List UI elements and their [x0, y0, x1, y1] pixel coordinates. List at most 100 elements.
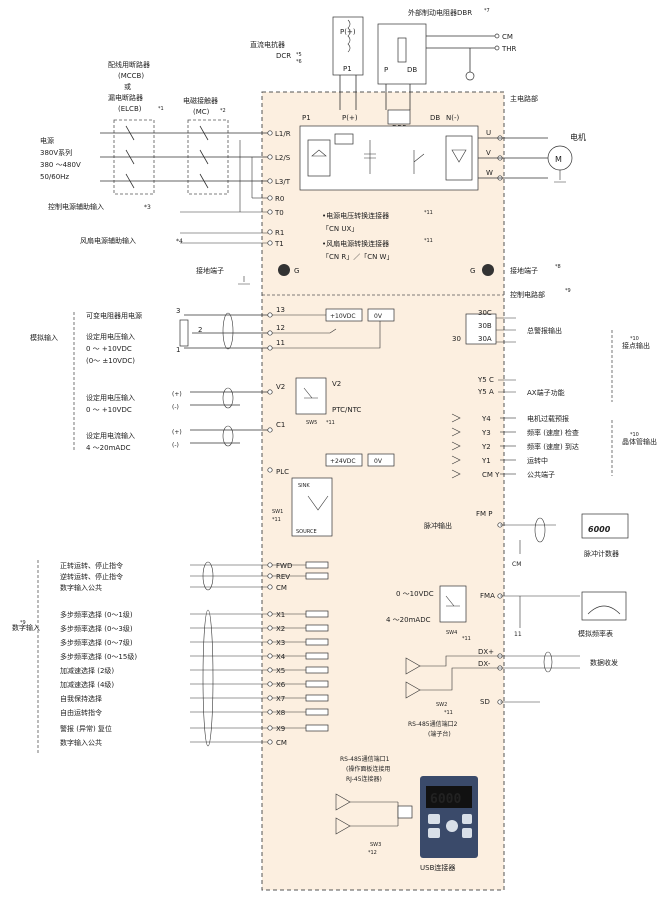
term-l1: L1/R: [275, 130, 291, 138]
digital-side-note: *9: [20, 620, 26, 626]
fan-input-label: 风扇电源辅助输入: [80, 236, 136, 245]
analog-0v-box: [367, 308, 395, 322]
v24-box: [325, 453, 363, 467]
rs485-data-label: 数据收发: [590, 658, 618, 667]
digital-input-terminal: [267, 639, 273, 645]
digital-input-term-label: CM: [276, 584, 287, 592]
transistor-side-note: *10: [630, 432, 639, 438]
term-pplus: P(+): [342, 114, 358, 122]
sw4-switch-icon: [445, 595, 460, 607]
volt-range-1a: 0 ～ +10VDC: [86, 345, 132, 353]
brake-db-label: DB: [407, 66, 417, 74]
external-brake-label: 外部制动电阻器DBR: [408, 8, 472, 17]
analog-meter-label: 模拟频率表: [578, 629, 613, 638]
term-v2: V2: [276, 383, 285, 391]
rs485-wires: [420, 655, 540, 703]
transistor-term-label: Y1: [481, 457, 491, 465]
analog-internal-wires: [272, 314, 381, 349]
rs485-shield-icon: [543, 651, 553, 673]
brake-transistor-icon: [413, 150, 425, 174]
term-l2: L2/S: [275, 154, 291, 162]
optocoupler-icon: [305, 708, 329, 716]
optocoupler-icon: [305, 638, 329, 646]
rs485-port1-line2: (操作面板连接用: [346, 765, 390, 773]
sw5-label: SW5: [306, 420, 317, 426]
c1-minus: (-): [172, 442, 179, 449]
fma-11: 11: [514, 631, 522, 638]
digital-input-term-label: FWD: [276, 562, 292, 570]
ax-label: AX端子功能: [527, 388, 565, 397]
digital-side-label: 数字输入: [12, 623, 40, 632]
relay-30-label: 30: [452, 335, 461, 343]
optocoupler-icon: [305, 666, 329, 674]
digital-input-terminal: [267, 562, 273, 568]
pot-num-3: 3: [176, 307, 180, 315]
capacitor-icon: [364, 140, 376, 174]
pot-num-1: 1: [176, 346, 180, 354]
dc-reactor-pplus: P(+): [340, 28, 356, 36]
power-voltage: 380 ～480V: [40, 161, 81, 169]
main-output-terminals: [478, 135, 548, 181]
ground-terminal-right-icon: [482, 264, 494, 276]
brake-thr-terminal: [494, 45, 500, 51]
term-y5a: Y5 A: [477, 388, 494, 396]
digital-input-terminal: [267, 573, 273, 579]
plc-terminal: [267, 467, 273, 473]
rs485-port2-line2: (端子台): [428, 730, 451, 738]
motor-ground-icon: [554, 170, 566, 183]
mccb-line3: 或: [124, 82, 131, 91]
pulse-counter-box: [581, 513, 629, 539]
term-p1: P1: [302, 114, 311, 122]
term-12: 12: [276, 324, 285, 332]
digital-input-label: 多步频率选择 (0～1级): [60, 610, 133, 619]
source-label: SOURCE: [296, 529, 317, 535]
transistor-icon: [451, 441, 461, 451]
mccb-line5: (ELCB): [118, 105, 142, 113]
term-nminus: N(-): [446, 114, 459, 122]
curr-range: 4 ～20mADC: [86, 444, 131, 452]
mccb-note: *1: [158, 106, 164, 112]
digital-input-term-label: X3: [276, 639, 285, 647]
ptc-label: PTC/NTC: [332, 406, 361, 414]
sw1-switch-icon: [307, 495, 329, 511]
ground-right-note: *8: [555, 264, 561, 270]
fma-wire: [500, 595, 580, 628]
digital-input-terminal: [267, 584, 273, 590]
v2-inner-label: V2: [332, 380, 341, 388]
rs485-driver-icon: [405, 657, 421, 675]
plc-label: PLC: [276, 468, 289, 476]
volt-range-1b: (0～ ±10VDC): [86, 357, 135, 365]
mccb-line4: 漏电断路器: [108, 93, 143, 102]
fan-conv-value: 「CN R」／「CN W」: [322, 253, 393, 261]
digital-input-terminal: [267, 709, 273, 715]
pulse-term: FM P: [476, 510, 493, 518]
term-r1: R1: [275, 229, 284, 237]
power-conv-note: *11: [424, 210, 433, 216]
keypad-button-2: [428, 828, 440, 838]
transistor-output-label: 运转中: [527, 456, 548, 465]
rs485-port1-driver-icon: [335, 793, 351, 811]
brake-ground-icon: [465, 71, 475, 81]
analog-meter-dial: [587, 605, 621, 615]
digital-input-term-label: X6: [276, 681, 286, 689]
sw5-switch-icon: [303, 387, 318, 399]
dc-reactor-title: 直流电抗器: [250, 40, 285, 49]
digital-input-term-label: REV: [276, 573, 290, 581]
sw2-label: SW2: [436, 702, 447, 708]
v2-plus: (+): [172, 391, 182, 398]
transistor-output-label: 公共端子: [527, 470, 555, 479]
digital-input-terminal: [267, 695, 273, 701]
alarm-label: 总警报输出: [527, 326, 562, 335]
sink-label: SINK: [298, 483, 310, 489]
optocoupler-icon: [305, 610, 329, 618]
pulse-counter-label: 脉冲计数器: [584, 549, 619, 558]
mccb-line2: (MCCB): [118, 72, 144, 80]
dc-reactor-box: [332, 16, 364, 76]
pulse-counter-value: 6000: [588, 525, 611, 534]
optocoupler-icon: [305, 652, 329, 660]
sw1-note: *11: [272, 517, 281, 523]
term-c1: C1: [276, 421, 285, 429]
digital-input-term-label: CM: [276, 739, 287, 747]
